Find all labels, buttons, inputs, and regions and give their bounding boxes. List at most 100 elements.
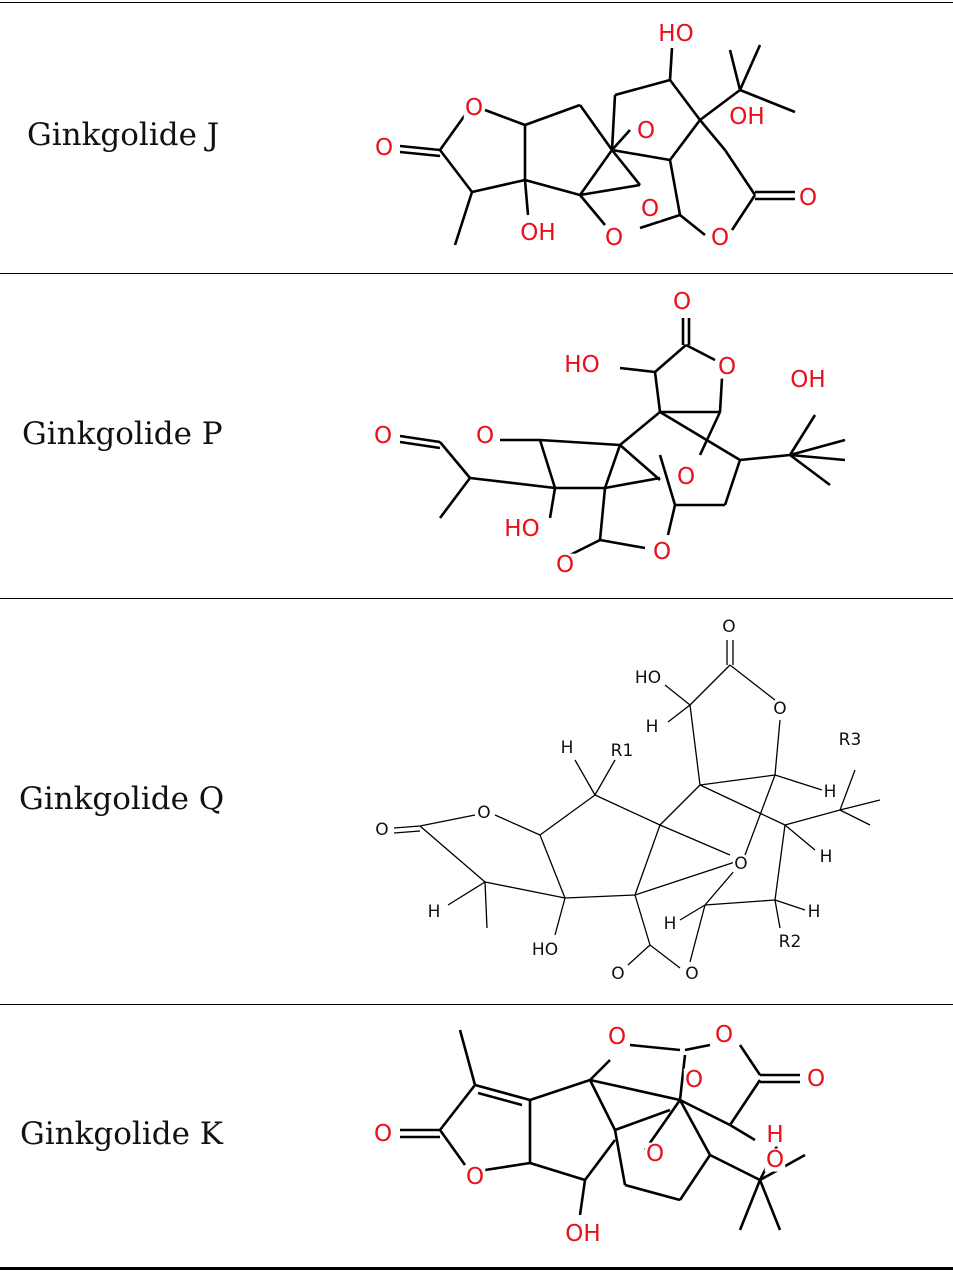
bond	[477, 1091, 523, 1107]
atom-label: O	[374, 423, 392, 449]
bond	[564, 894, 636, 899]
bond	[699, 784, 786, 826]
atom-label: H	[766, 1122, 783, 1148]
bond	[548, 487, 557, 519]
bond	[699, 88, 741, 122]
bond	[399, 440, 441, 450]
label-background	[606, 1025, 628, 1049]
bond	[578, 104, 614, 151]
bond	[614, 78, 671, 97]
label-background	[373, 821, 391, 839]
label-background	[805, 1067, 827, 1091]
label-background	[607, 742, 637, 760]
atom-label: O	[766, 1147, 784, 1173]
table-top-rule	[0, 2, 953, 3]
atom-label: H	[664, 914, 677, 934]
bond	[684, 1043, 711, 1052]
bond	[554, 897, 566, 936]
label-background	[643, 718, 661, 736]
atom-label: O	[375, 135, 393, 161]
bond	[598, 487, 607, 541]
bond	[484, 881, 566, 899]
atom-label: O	[608, 1024, 626, 1050]
bond	[679, 904, 706, 921]
atom-label: HO	[564, 352, 599, 378]
bond	[666, 504, 677, 536]
bond	[784, 809, 841, 826]
bond	[659, 410, 741, 462]
bond	[789, 453, 831, 487]
label-background	[554, 553, 576, 577]
atom-label: OH	[565, 1221, 600, 1247]
bond	[738, 1179, 762, 1231]
atom-label: O	[799, 185, 817, 211]
label-background	[713, 1023, 735, 1047]
bond	[654, 344, 687, 373]
atom-label: O	[711, 225, 729, 251]
bond	[634, 894, 651, 946]
bond	[419, 814, 476, 827]
bond	[393, 830, 421, 834]
atom-label: O	[605, 225, 623, 251]
atom-label: O	[773, 699, 786, 719]
bond	[619, 366, 656, 374]
bond	[718, 377, 724, 413]
atom-label: O	[465, 95, 483, 121]
bond	[839, 809, 871, 826]
bond	[474, 1083, 531, 1102]
label-background	[775, 933, 805, 951]
atom-label: R1	[611, 741, 634, 761]
atom-label: H	[561, 738, 574, 758]
atom-label: HO	[532, 940, 558, 960]
atom-label: O	[718, 354, 736, 380]
compound-name-ginkgolide-k: Ginkgolide K	[20, 1116, 223, 1152]
bond	[774, 899, 781, 929]
label-background	[764, 1148, 786, 1172]
bond	[634, 861, 736, 896]
atom-label: O	[715, 1022, 733, 1048]
row-divider	[0, 273, 953, 274]
bond	[610, 149, 642, 186]
label-background	[764, 1123, 786, 1147]
bond	[619, 444, 661, 481]
label-background	[644, 1142, 666, 1166]
bond	[604, 476, 661, 490]
atom-label: O	[722, 617, 735, 637]
bond	[438, 114, 467, 151]
bond	[709, 1153, 761, 1182]
bond	[613, 1129, 627, 1186]
label-background	[373, 136, 395, 160]
bond	[667, 704, 691, 723]
bond	[679, 213, 706, 237]
bond	[689, 904, 706, 963]
bond	[471, 178, 526, 194]
atom-label: O	[685, 964, 698, 984]
label-background	[671, 290, 693, 314]
bond	[447, 881, 486, 906]
bond	[678, 1154, 712, 1201]
label-background	[728, 105, 766, 129]
label-background	[732, 855, 750, 873]
bond	[679, 1098, 731, 1127]
bond	[614, 1108, 671, 1132]
bond	[659, 824, 731, 856]
bond	[658, 454, 677, 506]
atom-label: O	[374, 1121, 392, 1147]
atom-label: OH	[790, 367, 825, 393]
bond	[524, 103, 581, 127]
atom-label: HO	[658, 21, 693, 47]
bond	[774, 824, 786, 901]
bond	[678, 1099, 712, 1156]
label-background	[835, 731, 865, 749]
compound-name-ginkgolide-p: Ginkgolide P	[22, 416, 223, 452]
bond	[453, 191, 474, 246]
bond	[643, 1099, 682, 1151]
atom-label: O	[734, 854, 747, 874]
atom-label: H	[428, 902, 441, 922]
bond	[539, 794, 596, 836]
bond	[611, 148, 671, 162]
label-background	[372, 424, 394, 448]
